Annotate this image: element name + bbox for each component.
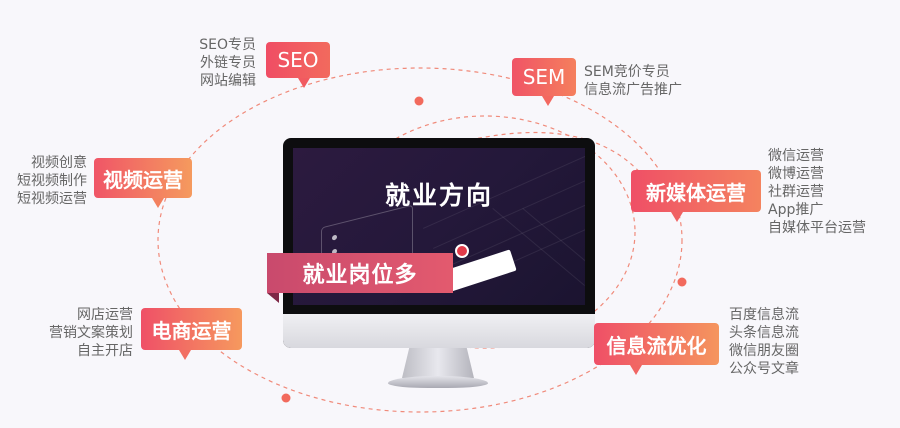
- list-item: SEO专员: [199, 37, 256, 53]
- category-list-sem: SEM竞价专员 信息流广告推广: [584, 63, 682, 99]
- outer-orbit: [157, 67, 683, 413]
- list-item: 微信朋友圈: [729, 343, 799, 359]
- category-label: SEM: [522, 65, 566, 89]
- monitor-base: [388, 376, 488, 388]
- category-label: 电商运营: [151, 318, 232, 343]
- category-label: 新媒体运营: [646, 180, 746, 205]
- list-item: 微博运营: [768, 166, 824, 182]
- screen-decoration: [492, 208, 585, 286]
- orbit-dot: [677, 277, 687, 287]
- monitor-stand: [402, 348, 474, 378]
- category-list-new-media: 微信运营 微博运营 社群运营 App推广 自媒体平台运营: [768, 147, 866, 237]
- list-item: 社群运营: [768, 184, 824, 200]
- list-item: 自主开店: [77, 343, 133, 359]
- bubble-tail: [179, 350, 191, 360]
- list-item: 营销文案策划: [49, 325, 133, 341]
- bubble-tail: [542, 96, 554, 106]
- list-item: 微信运营: [768, 148, 824, 164]
- bubble-tail: [298, 78, 310, 88]
- category-list-seo: SEO专员 外链专员 网站编辑: [199, 36, 256, 90]
- ribbon-fold: [267, 293, 279, 303]
- category-label: 视频运营: [103, 167, 183, 192]
- bubble-tail: [671, 212, 683, 222]
- list-item: SEM竞价专员: [584, 64, 670, 80]
- mock-dot: [332, 234, 337, 241]
- list-item: 外链专员: [200, 55, 256, 71]
- list-item: 短视频制作: [17, 173, 87, 189]
- bubble-tail: [152, 198, 164, 208]
- screen-mock-badge: [455, 244, 469, 258]
- monitor-chin: [283, 314, 595, 348]
- list-item: 短视频运营: [17, 191, 87, 207]
- category-bubble-seo: SEO: [266, 42, 330, 88]
- category-list-video: 视频创意 短视频制作 短视频运营: [17, 154, 87, 208]
- monitor: 就业方向: [283, 138, 595, 348]
- list-item: 网站编辑: [200, 73, 256, 89]
- category-bubble-ecommerce: 电商运营: [141, 308, 242, 360]
- category-bubble-sem: SEM: [512, 58, 576, 106]
- orbit-dot: [281, 393, 291, 403]
- list-item: 自媒体平台运营: [768, 220, 866, 236]
- category-bubble-new-media: 新媒体运营: [631, 170, 761, 222]
- list-item: 视频创意: [31, 155, 87, 171]
- list-item: App推广: [768, 202, 824, 218]
- list-item: 网店运营: [77, 307, 133, 323]
- list-item: 信息流广告推广: [584, 82, 682, 98]
- list-item: 百度信息流: [729, 307, 799, 323]
- list-item: 头条信息流: [729, 325, 799, 341]
- arc-right: [469, 131, 661, 201]
- category-list-feed-optimization: 百度信息流 头条信息流 微信朋友圈 公众号文章: [729, 306, 799, 378]
- category-label: 信息流优化: [606, 333, 707, 358]
- orbit-dot: [414, 96, 424, 106]
- center-ribbon: 就业岗位多: [267, 253, 453, 293]
- category-list-ecommerce: 网店运营 营销文案策划 自主开店: [49, 306, 133, 360]
- list-item: 公众号文章: [729, 361, 799, 377]
- bubble-tail: [630, 365, 642, 375]
- screen-title: 就业方向: [384, 181, 493, 210]
- category-bubble-feed-optimization: 信息流优化: [594, 323, 719, 375]
- category-label: SEO: [277, 48, 319, 72]
- category-bubble-video: 视频运营: [94, 158, 192, 208]
